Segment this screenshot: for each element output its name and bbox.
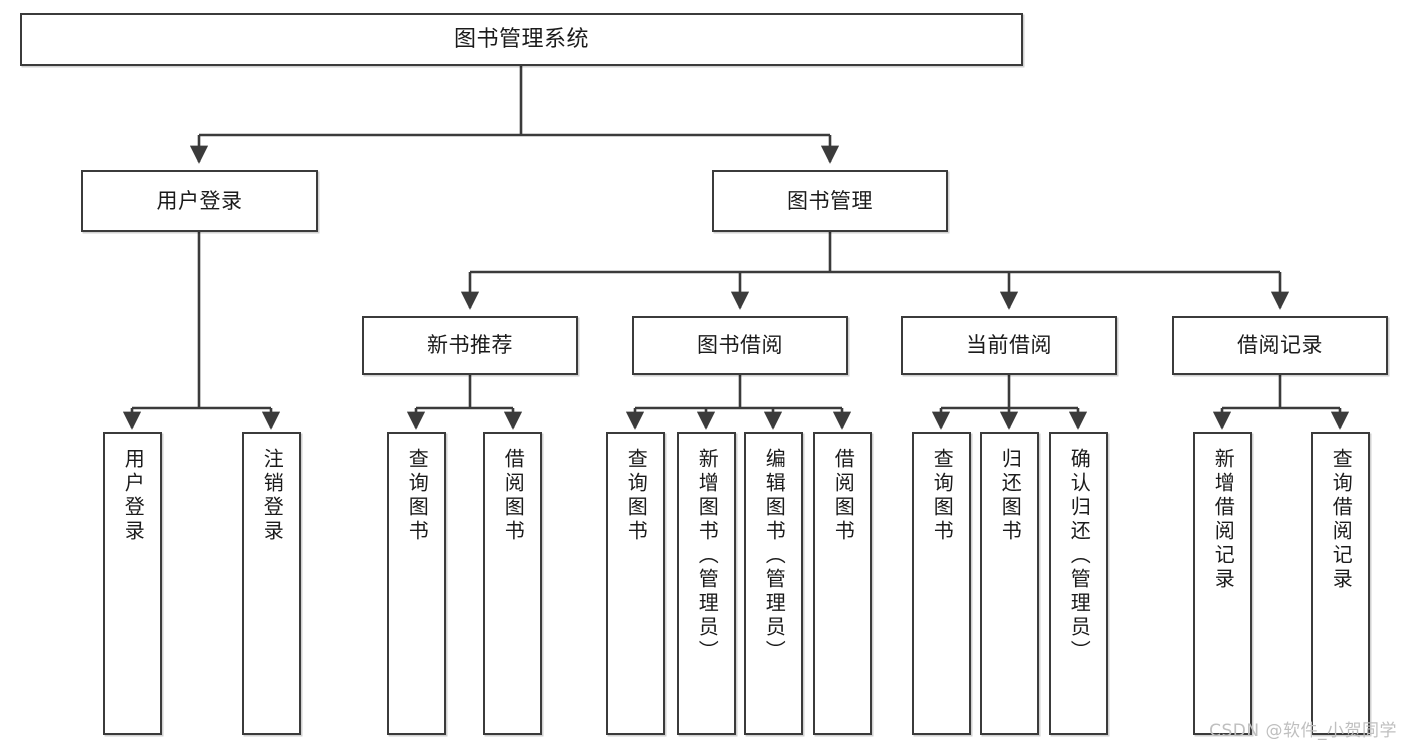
node-label: 新增借阅记录 [1211, 448, 1236, 592]
node-label: 图书借阅 [697, 333, 783, 358]
node-label: 编辑图书（管理员） [762, 448, 787, 664]
node-leaf-search-borrow-record[interactable]: 查询借阅记录 [1311, 432, 1370, 735]
node-label: 借阅记录 [1237, 333, 1323, 358]
node-book-management[interactable]: 图书管理 [712, 170, 948, 232]
node-label: 图书管理系统 [453, 26, 589, 52]
node-label: 查询图书 [405, 448, 430, 544]
node-leaf-user-login[interactable]: 用户登录 [103, 432, 162, 735]
node-label: 注销登录 [260, 448, 285, 544]
node-label: 借阅图书 [831, 448, 856, 544]
node-label: 用户登录 [121, 448, 146, 544]
csdn-watermark: CSDN @软件_小贺同学 [1209, 721, 1397, 741]
node-label: 用户登录 [156, 188, 243, 213]
node-leaf-borrow-book[interactable]: 借阅图书 [813, 432, 872, 735]
node-label: 查询图书 [930, 448, 955, 544]
node-label: 查询借阅记录 [1329, 448, 1354, 592]
node-leaf-edit-book-admin[interactable]: 编辑图书（管理员） [744, 432, 803, 735]
node-user-login[interactable]: 用户登录 [81, 170, 318, 232]
node-current-borrow[interactable]: 当前借阅 [901, 316, 1117, 375]
node-leaf-return-book[interactable]: 归还图书 [980, 432, 1039, 735]
node-label: 归还图书 [998, 448, 1023, 544]
node-label: 当前借阅 [966, 333, 1052, 358]
node-root-system[interactable]: 图书管理系统 [20, 13, 1023, 66]
node-label: 新书推荐 [427, 333, 513, 358]
node-leaf-borrow-book-recommend[interactable]: 借阅图书 [483, 432, 542, 735]
node-label: 查询图书 [624, 448, 649, 544]
node-label: 确认归还（管理员） [1067, 448, 1092, 664]
node-label: 图书管理 [787, 188, 873, 213]
node-label: 新增图书（管理员） [695, 448, 720, 664]
node-leaf-logout[interactable]: 注销登录 [242, 432, 301, 735]
node-borrow-records[interactable]: 借阅记录 [1172, 316, 1388, 375]
node-leaf-add-book-admin[interactable]: 新增图书（管理员） [677, 432, 736, 735]
node-new-book-recommend[interactable]: 新书推荐 [362, 316, 578, 375]
node-leaf-confirm-return-admin[interactable]: 确认归还（管理员） [1049, 432, 1108, 735]
node-leaf-search-book-borrow[interactable]: 查询图书 [606, 432, 665, 735]
node-book-borrow[interactable]: 图书借阅 [632, 316, 848, 375]
node-label: 借阅图书 [501, 448, 526, 544]
node-leaf-add-borrow-record[interactable]: 新增借阅记录 [1193, 432, 1252, 735]
node-leaf-search-book-current[interactable]: 查询图书 [912, 432, 971, 735]
node-leaf-search-book-recommend[interactable]: 查询图书 [387, 432, 446, 735]
